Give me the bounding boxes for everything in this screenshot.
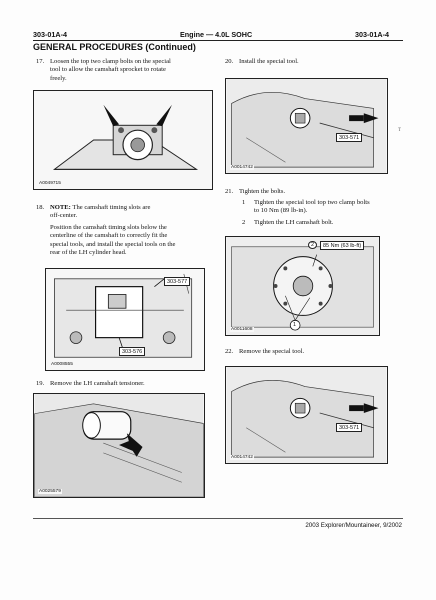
step-19-text: Remove the LH camshaft tensioner. [50,380,145,387]
figure-6-id: A0014742 [230,455,254,460]
step-17: 17. Loosen the top two clamp bolts on th… [36,58,216,88]
figure-4-id: A0014742 [230,165,254,170]
figure-tighten-bolts: 2 85 Nm (63 lb-ft) 1 A0011608 [225,236,380,336]
camshaft-clamp-illustration [52,104,199,170]
callout-303-576: 303-576 [119,347,146,356]
figure-3-id: A0025579 [38,489,62,494]
step-18-number: 18. [36,204,45,211]
figure-remove-tool: 303-571 A0014742 [225,366,388,464]
section-title: GENERAL PROCEDURES (Continued) [33,42,196,52]
figure-5-id: A0011608 [230,327,254,332]
remove-tool-illustration [226,367,387,463]
callout-303-577: 303-577 [164,277,191,286]
step-20-text: Install the special tool. [239,58,299,65]
header-right: 303-01A-4 [355,30,389,39]
callout-number-1: 1 [293,322,297,328]
callout-torque: 85 Nm (63 lb-ft) [320,241,365,250]
sub-1-number: 1 [242,199,246,206]
figure-camshaft-clamp: A0049715 [33,90,213,190]
footer-rule [33,518,403,519]
tensioner-illustration [34,394,204,497]
stray-mark: T [398,128,402,133]
header-center: Engine — 4.0L SOHC [180,30,253,39]
footer: 2003 Explorer/Mountaineer, 9/2002 [305,522,402,529]
step-21: 21. Tighten the bolts. [225,188,400,198]
step-21-sub-2: 2 Tighten the LH camshaft bolt. [242,219,334,226]
timing-tools-illustration [54,273,193,358]
install-tool-illustration [226,79,387,173]
step-22: 22. Remove the special tool. [225,348,400,358]
callout-303-571-b: 303-571 [336,423,363,432]
callout-number-2: 2 [308,241,318,249]
sub-2-number: 2 [242,219,246,226]
figure-2-id: A0008555 [50,362,74,367]
step-17-number: 17. [36,58,45,65]
step-21-text: Tighten the bolts. [239,188,286,195]
step-21-sub-1: 1 Tighten the special tool top two clamp… [242,199,370,215]
step-19: 19. Remove the LH camshaft tensioner. [36,380,216,390]
tighten-bolts-illustration [226,237,379,335]
figure-1-id: A0049715 [38,181,62,186]
figure-timing-tools: 303-577 303-576 A0008555 [45,268,205,371]
figure-install-tool: 303-571 A0014742 [225,78,388,174]
step-18-text: NOTE: The camshaft timing slots are off-… [50,204,176,257]
step-22-text: Remove the special tool. [239,348,305,355]
figure-tensioner: A0025579 [33,393,205,498]
step-20: 20. Install the special tool. [225,58,400,68]
header-rule [33,40,403,41]
note-label: NOTE: [50,204,71,211]
header-left: 303-01A-4 [33,30,67,39]
step-22-number: 22. [225,348,234,355]
step-21-number: 21. [225,188,234,195]
callout-303-571-a: 303-571 [336,133,363,142]
step-20-number: 20. [225,58,234,65]
step-19-number: 19. [36,380,45,387]
step-17-text: Loosen the top two clamp bolts on the sp… [50,58,171,82]
step-18: 18. NOTE: The camshaft timing slots are … [36,204,221,264]
